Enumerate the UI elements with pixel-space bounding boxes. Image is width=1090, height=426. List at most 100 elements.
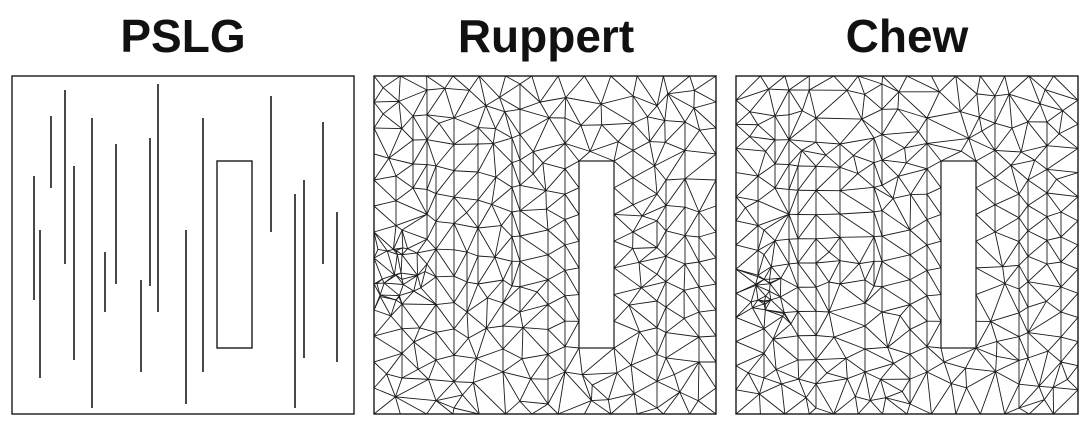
- ruppert-edge: [373, 396, 396, 415]
- chew-edge: [735, 196, 759, 202]
- ruppert-edge: [641, 193, 658, 217]
- ruppert-edge: [502, 371, 532, 380]
- ruppert-edge: [667, 93, 686, 123]
- chew-edge: [779, 296, 785, 314]
- chew-edge: [815, 311, 830, 336]
- ruppert-edge: [613, 331, 641, 349]
- chew-edge: [735, 175, 759, 198]
- chew-edge: [780, 263, 790, 279]
- ruppert-edge: [477, 279, 504, 285]
- chew-edge: [864, 371, 881, 380]
- ruppert-edge: [617, 141, 634, 151]
- ruppert-edge: [649, 141, 655, 167]
- chew-edge: [1039, 103, 1048, 123]
- ruppert-edge: [401, 290, 415, 305]
- ruppert-edge: [638, 261, 658, 275]
- chew-edge: [1046, 168, 1057, 180]
- ruppert-edge: [395, 175, 414, 189]
- chew-edge: [788, 110, 803, 141]
- ruppert-edge: [665, 281, 685, 291]
- ruppert-edge: [466, 212, 479, 229]
- chew-edge: [735, 249, 759, 270]
- chew-edge: [839, 283, 866, 304]
- chew-edge: [869, 378, 881, 402]
- chew-edge: [779, 296, 799, 312]
- chew-edge: [808, 407, 817, 415]
- chew-edge: [839, 260, 860, 265]
- ruppert-edge: [647, 116, 651, 143]
- chew-edge: [815, 213, 841, 216]
- ruppert-edge: [632, 248, 640, 263]
- ruppert-edge: [502, 286, 521, 304]
- ruppert-edge: [453, 302, 468, 313]
- chew-edge: [880, 378, 887, 399]
- chew-edge: [897, 108, 928, 119]
- ruppert-edge: [453, 311, 468, 330]
- chew-edge: [808, 75, 835, 91]
- chew-edge: [788, 164, 799, 167]
- chew-edge: [1044, 75, 1055, 91]
- ruppert-edge: [435, 276, 455, 304]
- ruppert-edge: [519, 159, 534, 175]
- chew-edge: [990, 320, 998, 342]
- ruppert-edge: [466, 297, 488, 313]
- ruppert-edge: [393, 253, 398, 276]
- ruppert-edge: [656, 75, 664, 107]
- chew-edge: [808, 89, 817, 119]
- ruppert-edge: [420, 276, 437, 289]
- ruppert-edge: [435, 394, 463, 402]
- chew-edge: [881, 134, 906, 149]
- ruppert-edge: [504, 111, 521, 136]
- ruppert-edge: [639, 331, 658, 355]
- chew-edge: [873, 186, 883, 212]
- ruppert-edge: [502, 371, 521, 402]
- chew-edge: [857, 400, 871, 415]
- chew-edge: [976, 93, 996, 97]
- chew-edge: [815, 359, 828, 374]
- chew-edge: [1018, 306, 1029, 314]
- ruppert-edge: [683, 311, 700, 319]
- ruppert-edge: [519, 400, 533, 415]
- ruppert-edge: [564, 347, 580, 373]
- ruppert-edge: [402, 247, 409, 250]
- chew-edge: [994, 93, 1010, 124]
- ruppert-edge: [636, 407, 658, 415]
- chew-edge: [975, 294, 992, 322]
- chew-edge: [764, 299, 772, 311]
- ruppert-edge: [665, 235, 686, 257]
- chew-edge: [864, 302, 883, 313]
- ruppert-edge: [632, 95, 648, 118]
- ruppert-edge: [390, 315, 403, 330]
- chew-edge: [1047, 350, 1062, 363]
- chew-edge: [757, 187, 776, 202]
- chew-edge: [909, 346, 928, 355]
- chew-edge: [1027, 332, 1062, 338]
- ruppert-edge: [373, 175, 397, 181]
- chew-edge: [1038, 385, 1045, 401]
- chew-edge: [749, 124, 759, 138]
- ruppert-edge: [632, 141, 651, 151]
- ruppert-edge: [639, 327, 658, 333]
- ruppert-edge: [426, 193, 437, 215]
- chew-edge: [774, 213, 790, 242]
- chew-edge: [873, 260, 883, 287]
- ruppert-edge: [395, 163, 414, 177]
- ruppert-edge: [654, 141, 666, 167]
- chew-edge: [1046, 263, 1062, 288]
- ruppert-edge: [630, 331, 641, 366]
- ruppert-edge: [656, 380, 681, 393]
- ruppert-edge: [477, 225, 502, 229]
- ruppert-edge: [416, 252, 428, 265]
- chew-edge: [1018, 281, 1029, 290]
- chew-edge: [909, 353, 928, 373]
- ruppert-edge: [386, 373, 403, 379]
- ruppert-edge: [435, 223, 455, 250]
- chew-edge: [839, 118, 863, 145]
- chew-edge: [881, 229, 911, 237]
- chew-edge: [735, 207, 746, 222]
- ruppert-edge: [656, 357, 667, 382]
- chew-edge: [765, 295, 772, 301]
- ruppert-edge: [466, 255, 479, 283]
- chew-edge: [1027, 350, 1049, 359]
- chew-edge: [757, 124, 776, 141]
